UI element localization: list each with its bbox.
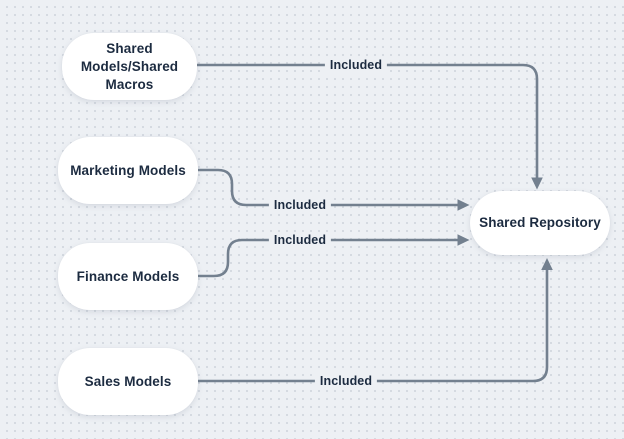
edge-label-included-sales: Included bbox=[314, 373, 378, 389]
node-label: Sales Models bbox=[84, 373, 172, 389]
connector-sales-to-repository bbox=[197, 258, 553, 383]
node-label: Shared Models/Shared Macros bbox=[80, 40, 179, 92]
arrowhead-right-icon bbox=[457, 234, 470, 246]
connector-marketing-to-repository bbox=[197, 168, 470, 211]
node-shared-repository: Shared Repository bbox=[470, 191, 610, 255]
edge-label-included-shared-models: Included bbox=[324, 57, 388, 73]
node-label: Shared Repository bbox=[479, 215, 601, 230]
edge-label-included-marketing: Included bbox=[268, 197, 332, 213]
node-sales-models: Sales Models bbox=[58, 348, 198, 415]
connector-finance-to-repository bbox=[197, 234, 470, 278]
node-finance-models: Finance Models bbox=[58, 243, 198, 310]
node-marketing-models: Marketing Models bbox=[58, 137, 198, 204]
arrowhead-right-icon bbox=[457, 199, 470, 211]
connector-shared-models-to-repository bbox=[197, 63, 543, 190]
arrowhead-down-icon bbox=[531, 177, 543, 190]
node-label: Marketing Models bbox=[70, 162, 186, 178]
node-shared-models-shared-macros: Shared Models/Shared Macros bbox=[62, 33, 197, 100]
arrowhead-up-icon bbox=[541, 258, 553, 270]
node-label: Finance Models bbox=[76, 268, 180, 284]
edge-label-included-finance: Included bbox=[268, 232, 332, 248]
